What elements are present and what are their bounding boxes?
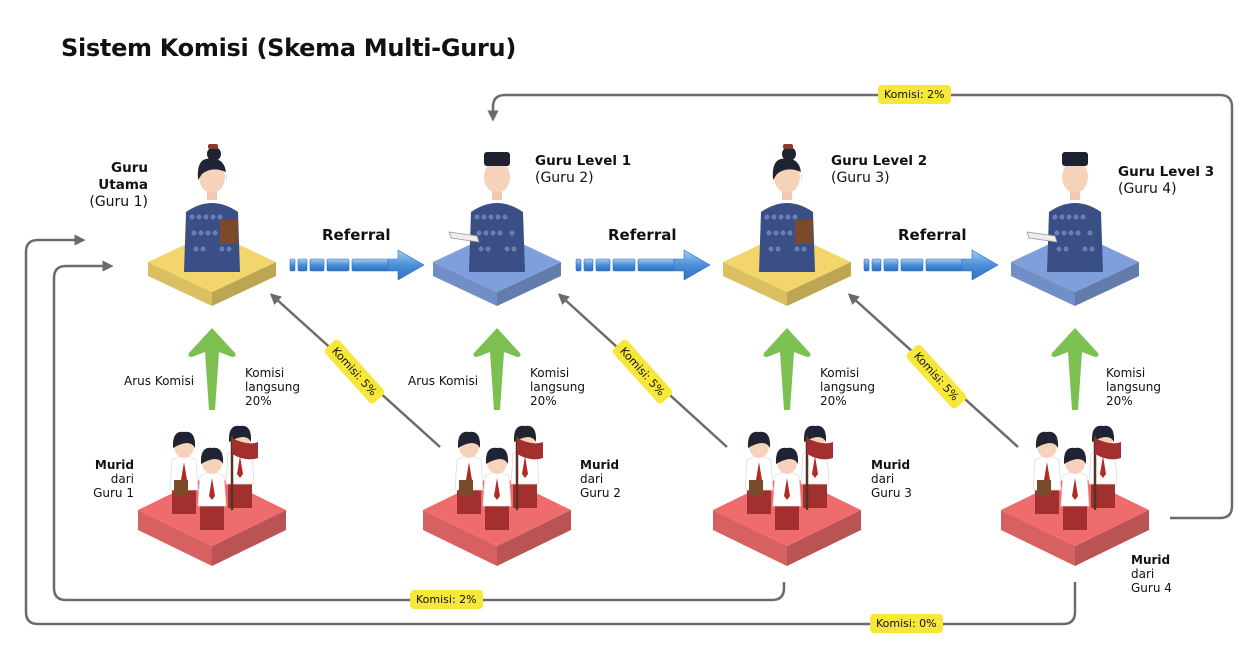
teacher-label-1: Guru Utama (Guru 1)	[61, 160, 148, 211]
student-l2: dari	[1131, 567, 1155, 581]
direct-l1: Komisi	[820, 366, 860, 380]
student-group-3	[744, 425, 833, 530]
arus-komisi-label-2: Arus Komisi	[408, 374, 479, 388]
teacher-figure-3	[759, 144, 815, 272]
student-group-2	[454, 425, 543, 530]
referral-arrow-2	[575, 249, 711, 281]
student-group-1	[169, 425, 258, 530]
teacher-label-4: Guru Level 3 (Guru 4)	[1118, 164, 1214, 198]
direct-commission-4: Komisi langsung 20%	[1106, 366, 1161, 408]
commission-arrow-1	[188, 328, 236, 410]
teacher-sub: (Guru 2)	[535, 170, 594, 186]
referral-arrow-3	[863, 249, 999, 281]
direct-l2: langsung	[245, 380, 300, 394]
teacher-figure-1	[184, 144, 240, 272]
teacher-label-3: Guru Level 2 (Guru 3)	[831, 153, 927, 187]
direct-l3: 20%	[820, 394, 847, 408]
referral-arrow-1	[289, 249, 425, 281]
student-l3: Guru 3	[871, 486, 912, 500]
direct-l3: 20%	[1106, 394, 1133, 408]
student-label-2: Murid dari Guru 2	[580, 458, 621, 500]
teacher-sub: (Guru 3)	[831, 170, 890, 186]
teacher-name: Guru Level 2	[831, 153, 928, 169]
direct-l3: 20%	[245, 394, 272, 408]
student-l2: dari	[871, 472, 895, 486]
teacher-name: Guru Level 1	[535, 153, 632, 169]
commission-arrow-4	[1051, 328, 1099, 410]
student-name: Murid	[871, 458, 911, 472]
arus-komisi-label-1: Arus Komisi	[124, 374, 195, 388]
page-title: Sistem Komisi (Skema Multi-Guru)	[61, 34, 517, 62]
teacher-name: Guru Level 3	[1118, 164, 1215, 180]
direct-commission-3: Komisi langsung 20%	[820, 366, 875, 408]
student-l2: dari	[580, 472, 604, 486]
student-l3: Guru 4	[1131, 581, 1172, 595]
direct-commission-2: Komisi langsung 20%	[530, 366, 585, 408]
tag-commission-bottom-inner: Komisi: 2%	[410, 590, 483, 609]
tag-commission-bottom-outer: Komisi: 0%	[870, 614, 943, 633]
commission-arrow-2	[473, 328, 521, 410]
teacher-figure-4	[1026, 152, 1103, 272]
student-l3: Guru 1	[93, 486, 134, 500]
student-name: Murid	[580, 458, 620, 472]
student-l3: Guru 2	[580, 486, 621, 500]
loop-outer-return	[24, 234, 1077, 626]
teacher-sub: (Guru 1)	[89, 194, 148, 210]
loop-top-return	[487, 93, 1234, 520]
direct-l3: 20%	[530, 394, 557, 408]
student-name: Murid	[1131, 553, 1171, 567]
direct-commission-1: Komisi langsung 20%	[245, 366, 300, 408]
teacher-figure-2	[448, 152, 525, 272]
loop-inner-return	[52, 260, 786, 602]
student-label-4: Murid dari Guru 4	[1131, 553, 1172, 595]
student-label-1: Murid dari Guru 1	[92, 458, 134, 500]
direct-l2: langsung	[1106, 380, 1161, 394]
teacher-sub: (Guru 4)	[1118, 181, 1177, 197]
student-group-4	[1032, 425, 1121, 530]
tag-commission-top: Komisi: 2%	[878, 85, 951, 104]
teacher-name: Guru Utama	[98, 160, 148, 193]
direct-l2: langsung	[530, 380, 585, 394]
teacher-label-2: Guru Level 1 (Guru 2)	[535, 153, 631, 187]
referral-label-1: Referral	[322, 226, 391, 244]
referral-label-2: Referral	[608, 226, 677, 244]
direct-l1: Komisi	[1106, 366, 1146, 380]
commission-arrow-3	[763, 328, 811, 410]
direct-l1: Komisi	[530, 366, 570, 380]
student-name: Murid	[94, 458, 134, 472]
referral-label-3: Referral	[898, 226, 967, 244]
direct-l2: langsung	[820, 380, 875, 394]
direct-l1: Komisi	[245, 366, 285, 380]
student-l2: dari	[110, 472, 134, 486]
student-label-3: Murid dari Guru 3	[871, 458, 912, 500]
